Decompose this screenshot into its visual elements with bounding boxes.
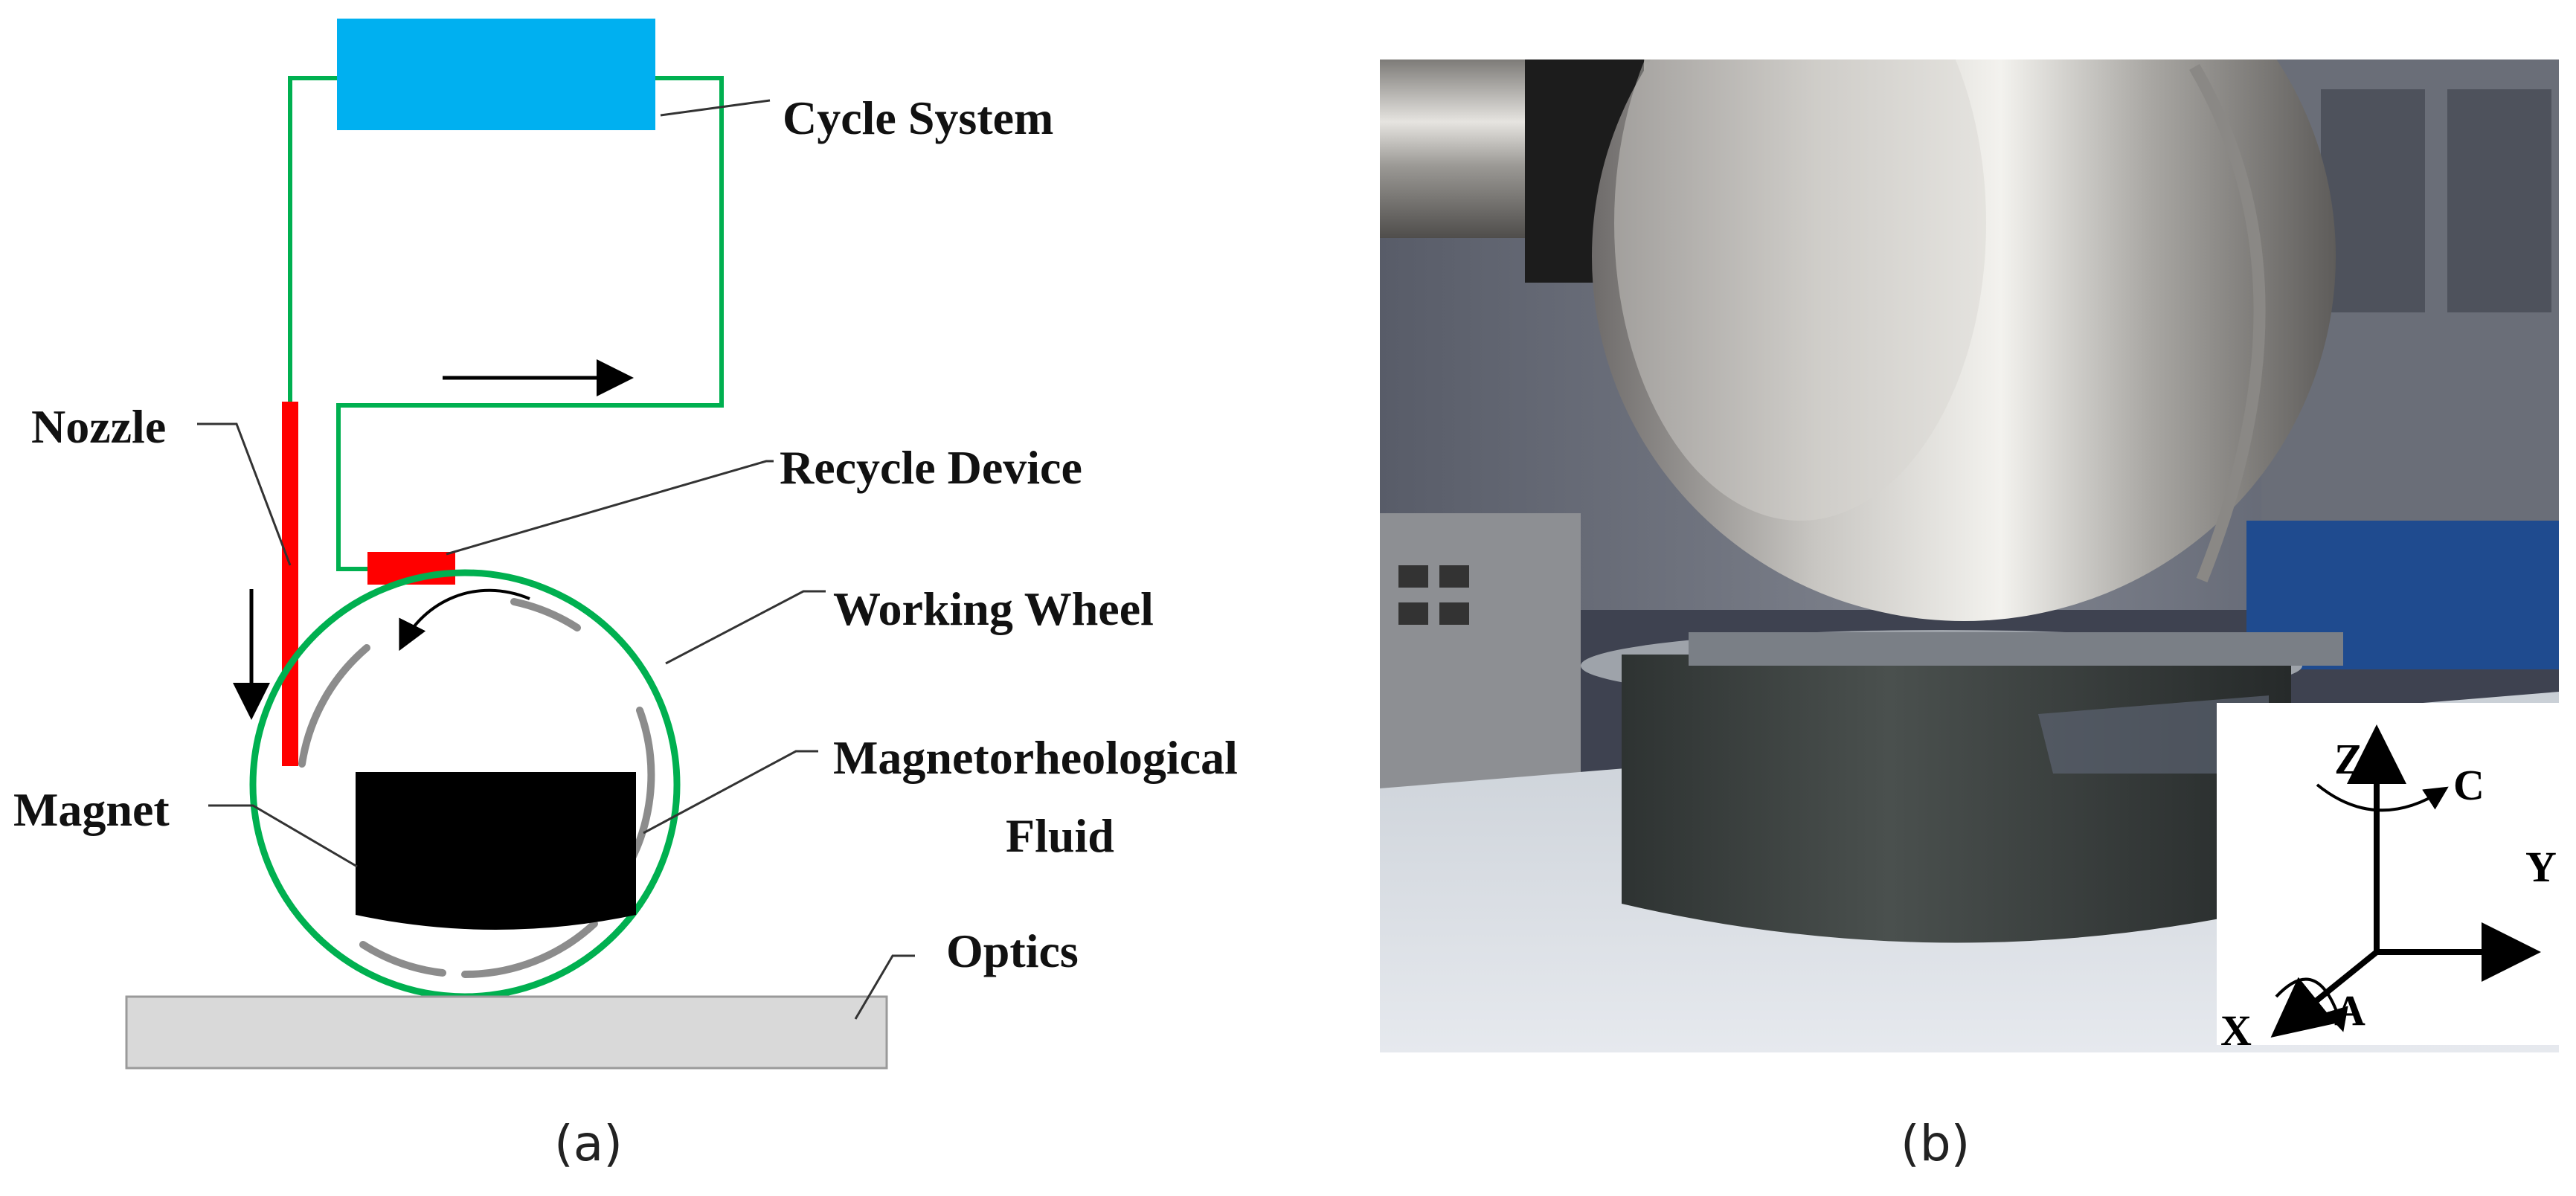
axes-diagram: Z C Y X A bbox=[2220, 724, 2557, 1055]
optics-leader bbox=[854, 954, 915, 1020]
c-axis-label: C bbox=[2453, 761, 2485, 809]
z-axis-label: Z bbox=[2334, 735, 2363, 783]
mr-fluid-label-line1: Magnetorheological bbox=[833, 731, 1238, 784]
x-axis bbox=[2270, 949, 2379, 1038]
axes-inset bbox=[2217, 703, 2559, 1045]
y-axis-label: Y bbox=[2525, 843, 2557, 891]
a-rotation-arrow bbox=[2275, 977, 2348, 1032]
rotation-arrow bbox=[399, 588, 530, 652]
recycle-device-leader bbox=[446, 460, 774, 556]
panel-a-caption: (a) bbox=[554, 1115, 623, 1172]
nozzle-leader bbox=[197, 422, 292, 566]
magnet bbox=[356, 772, 636, 930]
working-wheel-label: Working Wheel bbox=[833, 582, 1154, 635]
panel-b-caption: (b) bbox=[1901, 1115, 1970, 1172]
polishing-wheel bbox=[1592, 60, 2336, 621]
optics-label: Optics bbox=[946, 925, 1079, 977]
optics-plate bbox=[125, 995, 888, 1070]
mr-fluid-label-line2: Fluid bbox=[1006, 809, 1114, 862]
cycle-system-box bbox=[337, 19, 655, 130]
recycle-device-label: Recycle Device bbox=[780, 441, 1082, 494]
magnet-leader bbox=[208, 804, 358, 868]
nozzle bbox=[282, 402, 298, 766]
supply-pipe bbox=[336, 76, 724, 571]
cycle-system-label: Cycle System bbox=[783, 91, 1053, 144]
working-wheel-leader bbox=[665, 590, 826, 665]
panel-b-photo: Z C Y X A (b) bbox=[1380, 60, 2559, 1172]
return-pipe bbox=[288, 76, 338, 405]
panel-a-schematic: Cycle System Nozzle Recycle Device Worki… bbox=[13, 19, 1238, 1172]
fixture-cylinder bbox=[1622, 655, 2291, 943]
magnet-label: Magnet bbox=[13, 783, 170, 836]
nozzle-label: Nozzle bbox=[31, 400, 166, 453]
mr-fluid-leader bbox=[643, 750, 818, 835]
c-rotation-arrow bbox=[2316, 783, 2449, 812]
cycle-system-leader bbox=[660, 99, 771, 117]
a-axis-label: A bbox=[2334, 986, 2365, 1035]
x-axis-label: X bbox=[2220, 1006, 2252, 1055]
